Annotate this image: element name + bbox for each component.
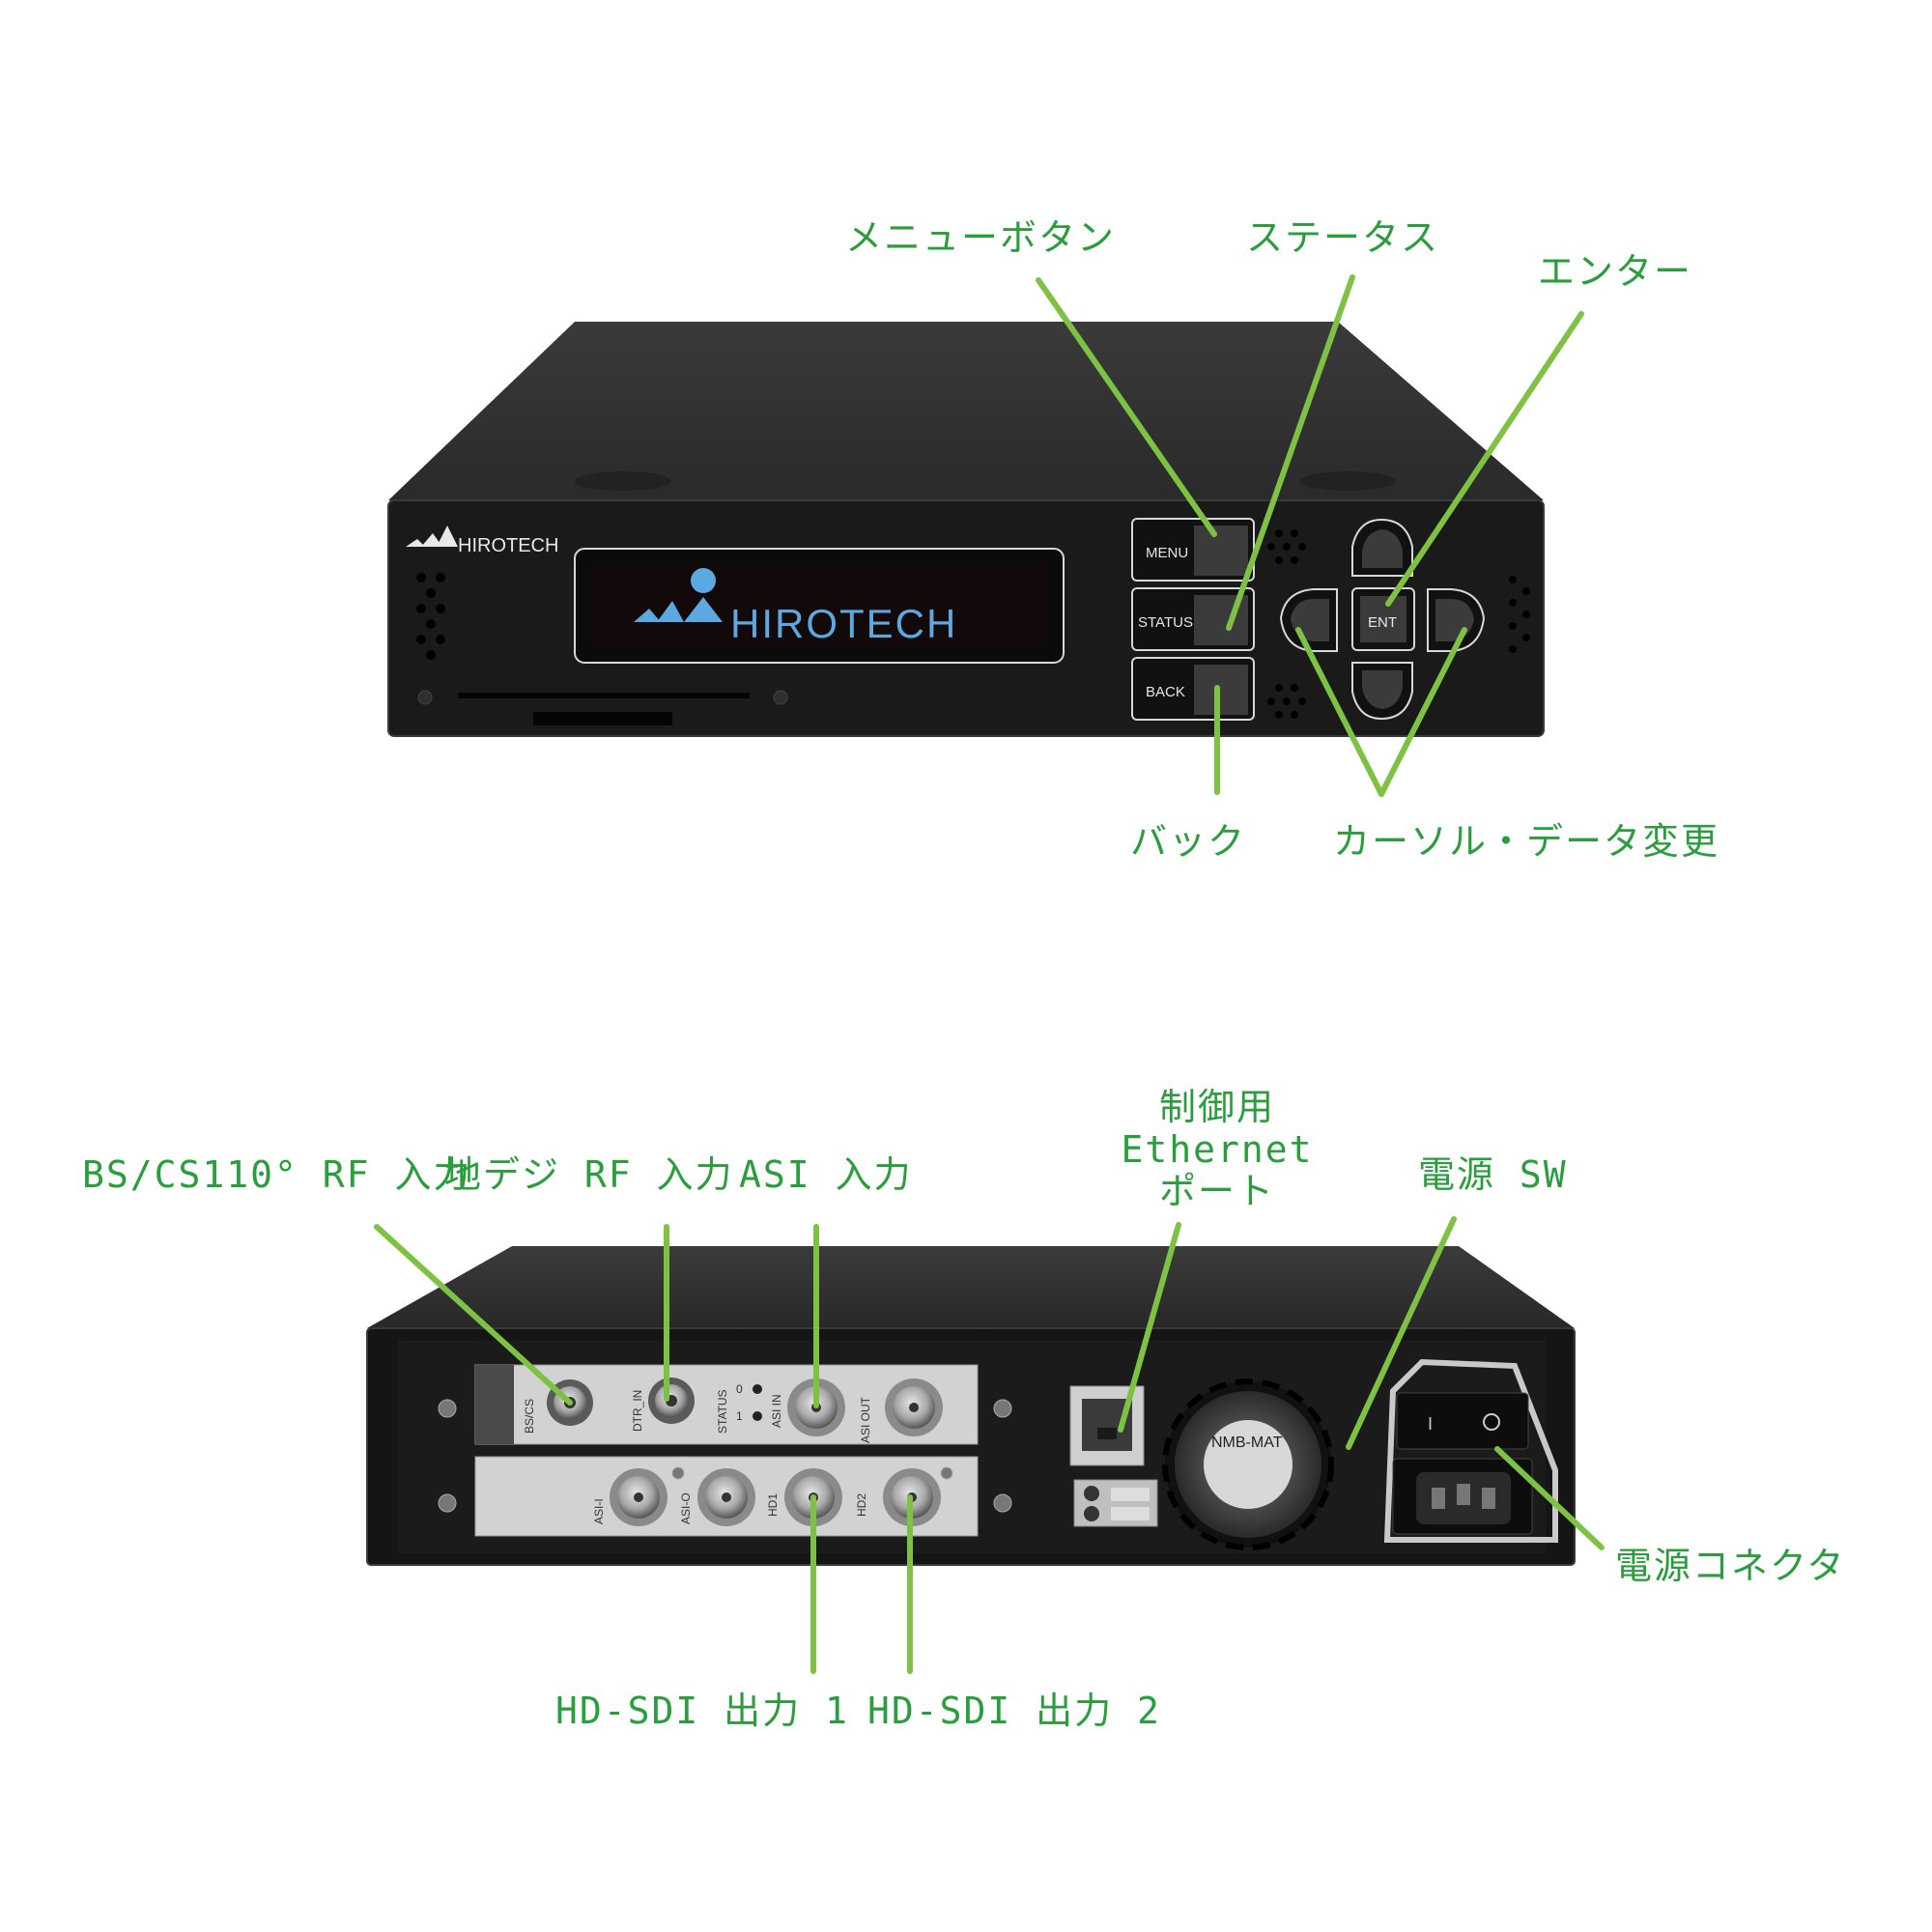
- status-led-1-label: 1: [736, 1409, 743, 1423]
- callout-status: ステータス: [1246, 216, 1440, 259]
- power-inlet[interactable]: [1392, 1458, 1533, 1535]
- fan-label: NMB-MAT: [1211, 1435, 1283, 1451]
- vfd-logo: [634, 568, 723, 622]
- callout-terrestrial-rf-input: 地デジ RF 入力: [444, 1153, 734, 1196]
- leader-line-enter: [1385, 311, 1584, 607]
- input-card-darkstrip: [475, 1365, 514, 1444]
- card-slot[interactable]: [458, 693, 750, 698]
- status-led-0-label: 0: [736, 1382, 743, 1396]
- power-switch[interactable]: I: [1396, 1392, 1529, 1450]
- asi-out-label: ASI OUT: [859, 1396, 872, 1443]
- leader-line-cursor-right: [1378, 627, 1467, 797]
- up-arrow-button[interactable]: [1351, 518, 1413, 577]
- callout-cursor-data-change: カーソル・データ変更: [1333, 820, 1720, 863]
- rear-top-cover: [367, 1246, 1575, 1328]
- callout-hdsdi-output-1: HD-SDI 出力 1: [555, 1690, 849, 1732]
- callout-menu-button: メニューボタン: [845, 216, 1117, 259]
- brand-logo: HIROTECH: [406, 526, 558, 556]
- cooling-fan: NMB-MAT: [1162, 1378, 1334, 1550]
- sd-card-slot[interactable]: [533, 712, 672, 725]
- keypad-vent: [1267, 529, 1530, 719]
- leader-lines: [374, 274, 1605, 1674]
- down-arrow-button[interactable]: [1351, 662, 1413, 721]
- bscs-port-label: BS/CS: [523, 1399, 536, 1434]
- vfd-display: [591, 564, 1047, 647]
- faceplate-screw: [773, 690, 788, 705]
- back-button-label: BACK: [1146, 684, 1185, 700]
- callout-power-switch: 電源 SW: [1418, 1153, 1568, 1196]
- rear-unit: BS/CS DTR_IN STATUS 1 0 ASI IN ASI OUT: [366, 1246, 1576, 1566]
- card-status-label: STATUS: [716, 1389, 729, 1434]
- terrestrial-rf-connector[interactable]: [648, 1378, 695, 1424]
- hd2-label: HD2: [855, 1493, 868, 1517]
- callout-power-connector: 電源コネクタ: [1615, 1545, 1846, 1587]
- callout-hdsdi-output-2: HD-SDI 出力 2: [867, 1690, 1161, 1732]
- callout-ethernet-port: 制御用 Ethernet ポート: [1121, 1086, 1314, 1213]
- status-led: [753, 1411, 762, 1421]
- enter-button-label: ENT: [1368, 614, 1397, 631]
- top-vent-hole: [1299, 471, 1396, 491]
- back-button[interactable]: BACK: [1131, 657, 1255, 721]
- leader-line-power-sw: [1346, 1216, 1457, 1450]
- leader-line-menu: [1036, 277, 1217, 537]
- leader-line-cursor-left: [1295, 627, 1384, 797]
- vfd-display-text: HIROTECH: [730, 601, 957, 646]
- leader-line-power-connector: [1494, 1446, 1605, 1550]
- top-vent-hole: [575, 471, 671, 491]
- front-unit: HIROTECH HIROTECH MENU: [387, 322, 1545, 737]
- callout-ethernet-line2: Ethernet: [1121, 1127, 1314, 1171]
- terminal-block[interactable]: [1073, 1479, 1158, 1527]
- callout-bscs-rf-input: BS/CS110° RF 入力: [82, 1153, 472, 1196]
- callout-ethernet-line3: ポート: [1158, 1170, 1275, 1213]
- rear-panel-screws: [438, 1399, 1012, 1513]
- asi-out-connector[interactable]: [885, 1378, 943, 1436]
- leader-line-bscs: [374, 1224, 573, 1406]
- callout-enter: エンター: [1538, 250, 1693, 293]
- power-connector-bracket: [1383, 1358, 1558, 1543]
- status-button[interactable]: STATUS: [1131, 587, 1255, 651]
- hd1-label: HD1: [766, 1493, 780, 1517]
- power-switch-off-mark: [1483, 1413, 1500, 1431]
- asi-in-label: ASI IN: [770, 1394, 783, 1428]
- power-switch-on-mark: I: [1428, 1414, 1433, 1434]
- menu-button-label: MENU: [1146, 545, 1188, 561]
- enter-button[interactable]: ENT: [1351, 587, 1415, 651]
- status-button-label: STATUS: [1138, 614, 1193, 631]
- asi-i-label: ASI-I: [592, 1498, 606, 1524]
- front-top-cover: [388, 322, 1544, 500]
- asi-o-label: ASI-O: [679, 1492, 693, 1524]
- callout-asi-input: ASI 入力: [739, 1153, 913, 1196]
- left-vent: [416, 573, 445, 660]
- card2-asi-i-connector[interactable]: [610, 1468, 668, 1526]
- card2-asi-o-connector[interactable]: [697, 1468, 755, 1526]
- brand-name: HIROTECH: [458, 535, 558, 556]
- ethernet-port[interactable]: [1069, 1385, 1145, 1466]
- leader-line-status: [1226, 274, 1355, 631]
- callout-ethernet-line1: 制御用: [1158, 1086, 1275, 1128]
- faceplate-screw: [417, 690, 433, 705]
- dtr-in-label: DTR_IN: [631, 1390, 644, 1432]
- leader-line-ethernet: [1118, 1222, 1181, 1433]
- left-arrow-button[interactable]: [1279, 588, 1338, 652]
- status-led: [753, 1384, 762, 1394]
- menu-button[interactable]: MENU: [1131, 518, 1255, 582]
- callout-back: バック: [1130, 820, 1247, 863]
